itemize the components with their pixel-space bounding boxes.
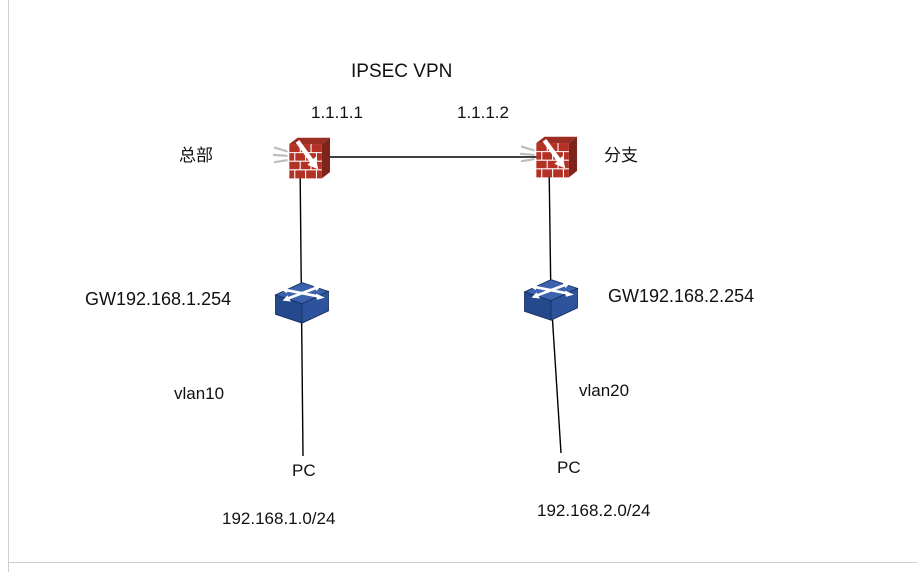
diagram-title: IPSEC VPN bbox=[351, 61, 453, 82]
firewall-right-label: 分支 bbox=[604, 146, 638, 165]
subnet-left-label: 192.168.1.0/24 bbox=[222, 509, 336, 528]
page-border-bottom bbox=[8, 562, 917, 563]
firewall-left-node bbox=[273, 135, 331, 182]
vlan-left-label: vlan10 bbox=[174, 384, 225, 403]
firewall-icon bbox=[520, 134, 578, 181]
pc-right-label: PC bbox=[557, 458, 581, 477]
switch-right-node bbox=[521, 274, 581, 324]
switch-left-node bbox=[272, 277, 332, 327]
firewall-right-node bbox=[520, 134, 578, 181]
switch-left-gateway-label: GW192.168.1.254 bbox=[85, 289, 232, 309]
subnet-right-label: 192.168.2.0/24 bbox=[537, 501, 651, 520]
firewall-left-label: 总部 bbox=[179, 146, 213, 165]
pc-left-label: PC bbox=[292, 461, 316, 480]
switch-right-gateway-label: GW192.168.2.254 bbox=[608, 286, 755, 306]
switch-icon bbox=[523, 278, 579, 322]
firewall-right-ip: 1.1.1.2 bbox=[457, 103, 509, 122]
firewall-left-ip: 1.1.1.1 bbox=[311, 103, 363, 122]
page-border-left bbox=[8, 0, 9, 572]
link-switch-right-pc-right bbox=[551, 311, 562, 454]
firewall-icon bbox=[273, 135, 331, 182]
vlan-right-label: vlan20 bbox=[579, 381, 630, 400]
switch-icon bbox=[274, 281, 330, 325]
